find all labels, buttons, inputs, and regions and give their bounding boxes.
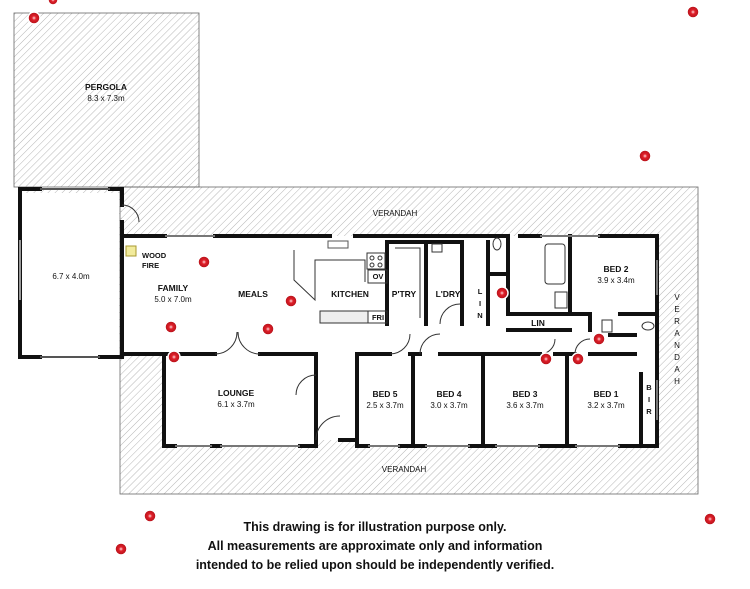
svg-text:6.7 x 4.0m: 6.7 x 4.0m: [52, 272, 90, 281]
bir-label: B I R: [646, 383, 652, 416]
red-markers: [27, 0, 717, 556]
red-dot-marker[interactable]: [197, 255, 211, 269]
svg-text:H: H: [674, 377, 680, 386]
svg-text:FRI: FRI: [372, 313, 384, 322]
pergola-label: PERGOLA 8.3 x 7.3m: [85, 82, 127, 103]
svg-text:V: V: [674, 293, 680, 302]
red-dot-marker[interactable]: [539, 352, 553, 366]
svg-text:3.9 x 3.4m: 3.9 x 3.4m: [597, 276, 635, 285]
svg-text:I: I: [479, 299, 481, 308]
red-dot-marker[interactable]: [143, 509, 157, 523]
bed4-label: BED 4 3.0 x 3.7m: [430, 389, 468, 410]
red-dot-marker[interactable]: [164, 320, 178, 334]
svg-text:5.0 x 7.0m: 5.0 x 7.0m: [154, 295, 192, 304]
svg-text:PERGOLA: PERGOLA: [85, 82, 127, 92]
svg-text:FIRE: FIRE: [142, 261, 159, 270]
oven-label: OV: [373, 272, 384, 281]
interior-floor: [22, 193, 657, 446]
red-dot-marker[interactable]: [686, 5, 700, 19]
svg-text:I: I: [648, 395, 650, 404]
svg-text:BED 1: BED 1: [593, 389, 618, 399]
red-dot-marker[interactable]: [638, 149, 652, 163]
family-label: FAMILY 5.0 x 7.0m: [154, 283, 192, 304]
disclaimer: This drawing is for illustration purpose…: [0, 518, 750, 575]
svg-text:MEALS: MEALS: [238, 289, 268, 299]
svg-text:A: A: [674, 329, 680, 338]
svg-text:B: B: [646, 383, 652, 392]
red-dot-marker[interactable]: [284, 294, 298, 308]
svg-text:8.3 x 7.3m: 8.3 x 7.3m: [87, 94, 125, 103]
svg-text:E: E: [674, 305, 679, 314]
disclaimer-line-3: intended to be relied upon should be ind…: [195, 558, 555, 572]
bed3-label: BED 3 3.6 x 3.7m: [506, 389, 544, 410]
red-dot-marker[interactable]: [261, 322, 275, 336]
svg-text:BED 2: BED 2: [603, 264, 628, 274]
verandah-bottom-label: VERANDAH: [382, 465, 427, 474]
meals-label: MEALS: [238, 289, 268, 299]
red-dot-marker[interactable]: [167, 350, 181, 364]
svg-text:KITCHEN: KITCHEN: [331, 289, 369, 299]
fridge-label: FRI: [372, 313, 384, 322]
pergola-area: [13, 12, 200, 188]
svg-text:D: D: [674, 353, 680, 362]
linen-vertical-label: L I N: [477, 287, 482, 320]
svg-text:L: L: [478, 287, 483, 296]
svg-text:LIN: LIN: [531, 318, 545, 328]
svg-text:FAMILY: FAMILY: [158, 283, 189, 293]
svg-text:WOOD: WOOD: [142, 251, 167, 260]
red-dot-marker[interactable]: [495, 286, 509, 300]
kitchen-label: KITCHEN: [331, 289, 369, 299]
disclaimer-line-2: All measurements are approximate only an…: [207, 539, 543, 553]
svg-text:N: N: [674, 341, 680, 350]
svg-text:BED 5: BED 5: [372, 389, 397, 399]
svg-text:3.2 x 3.7m: 3.2 x 3.7m: [587, 401, 625, 410]
svg-text:BED 4: BED 4: [436, 389, 461, 399]
svg-text:2.5 x 3.7m: 2.5 x 3.7m: [366, 401, 404, 410]
wood-fire-label: WOOD FIRE: [142, 251, 167, 270]
carport-label: 6.7 x 4.0m: [52, 272, 90, 281]
pantry-label: P'TRY: [392, 289, 417, 299]
red-dot-marker[interactable]: [114, 542, 128, 556]
svg-text:LOUNGE: LOUNGE: [218, 388, 255, 398]
svg-text:L'DRY: L'DRY: [436, 289, 461, 299]
bed5-label: BED 5 2.5 x 3.7m: [366, 389, 404, 410]
verandah-top-label: VERANDAH: [373, 209, 418, 218]
svg-text:N: N: [477, 311, 482, 320]
svg-text:3.6 x 3.7m: 3.6 x 3.7m: [506, 401, 544, 410]
red-dot-marker[interactable]: [703, 512, 717, 526]
svg-text:BED 3: BED 3: [512, 389, 537, 399]
svg-text:6.1 x 3.7m: 6.1 x 3.7m: [217, 400, 255, 409]
linen-label: LIN: [531, 318, 545, 328]
bed1-label: BED 1 3.2 x 3.7m: [587, 389, 625, 410]
bed2-label: BED 2 3.9 x 3.4m: [597, 264, 635, 285]
red-dot-marker[interactable]: [27, 11, 41, 25]
laundry-label: L'DRY: [436, 289, 461, 299]
fixtures: [19, 188, 658, 447]
svg-text:OV: OV: [373, 272, 384, 281]
svg-text:R: R: [646, 407, 652, 416]
verandah-right-label: V E R A N D A H: [674, 293, 680, 386]
red-dot-marker[interactable]: [47, 0, 59, 6]
svg-text:3.0 x 3.7m: 3.0 x 3.7m: [430, 401, 468, 410]
svg-text:VERANDAH: VERANDAH: [373, 209, 418, 218]
svg-text:P'TRY: P'TRY: [392, 289, 417, 299]
red-dot-marker[interactable]: [571, 352, 585, 366]
disclaimer-line-1: This drawing is for illustration purpose…: [243, 520, 507, 534]
svg-text:R: R: [674, 317, 680, 326]
red-dot-marker[interactable]: [592, 332, 606, 346]
svg-text:A: A: [674, 365, 680, 374]
lounge-label: LOUNGE 6.1 x 3.7m: [217, 388, 255, 409]
svg-text:VERANDAH: VERANDAH: [382, 465, 427, 474]
